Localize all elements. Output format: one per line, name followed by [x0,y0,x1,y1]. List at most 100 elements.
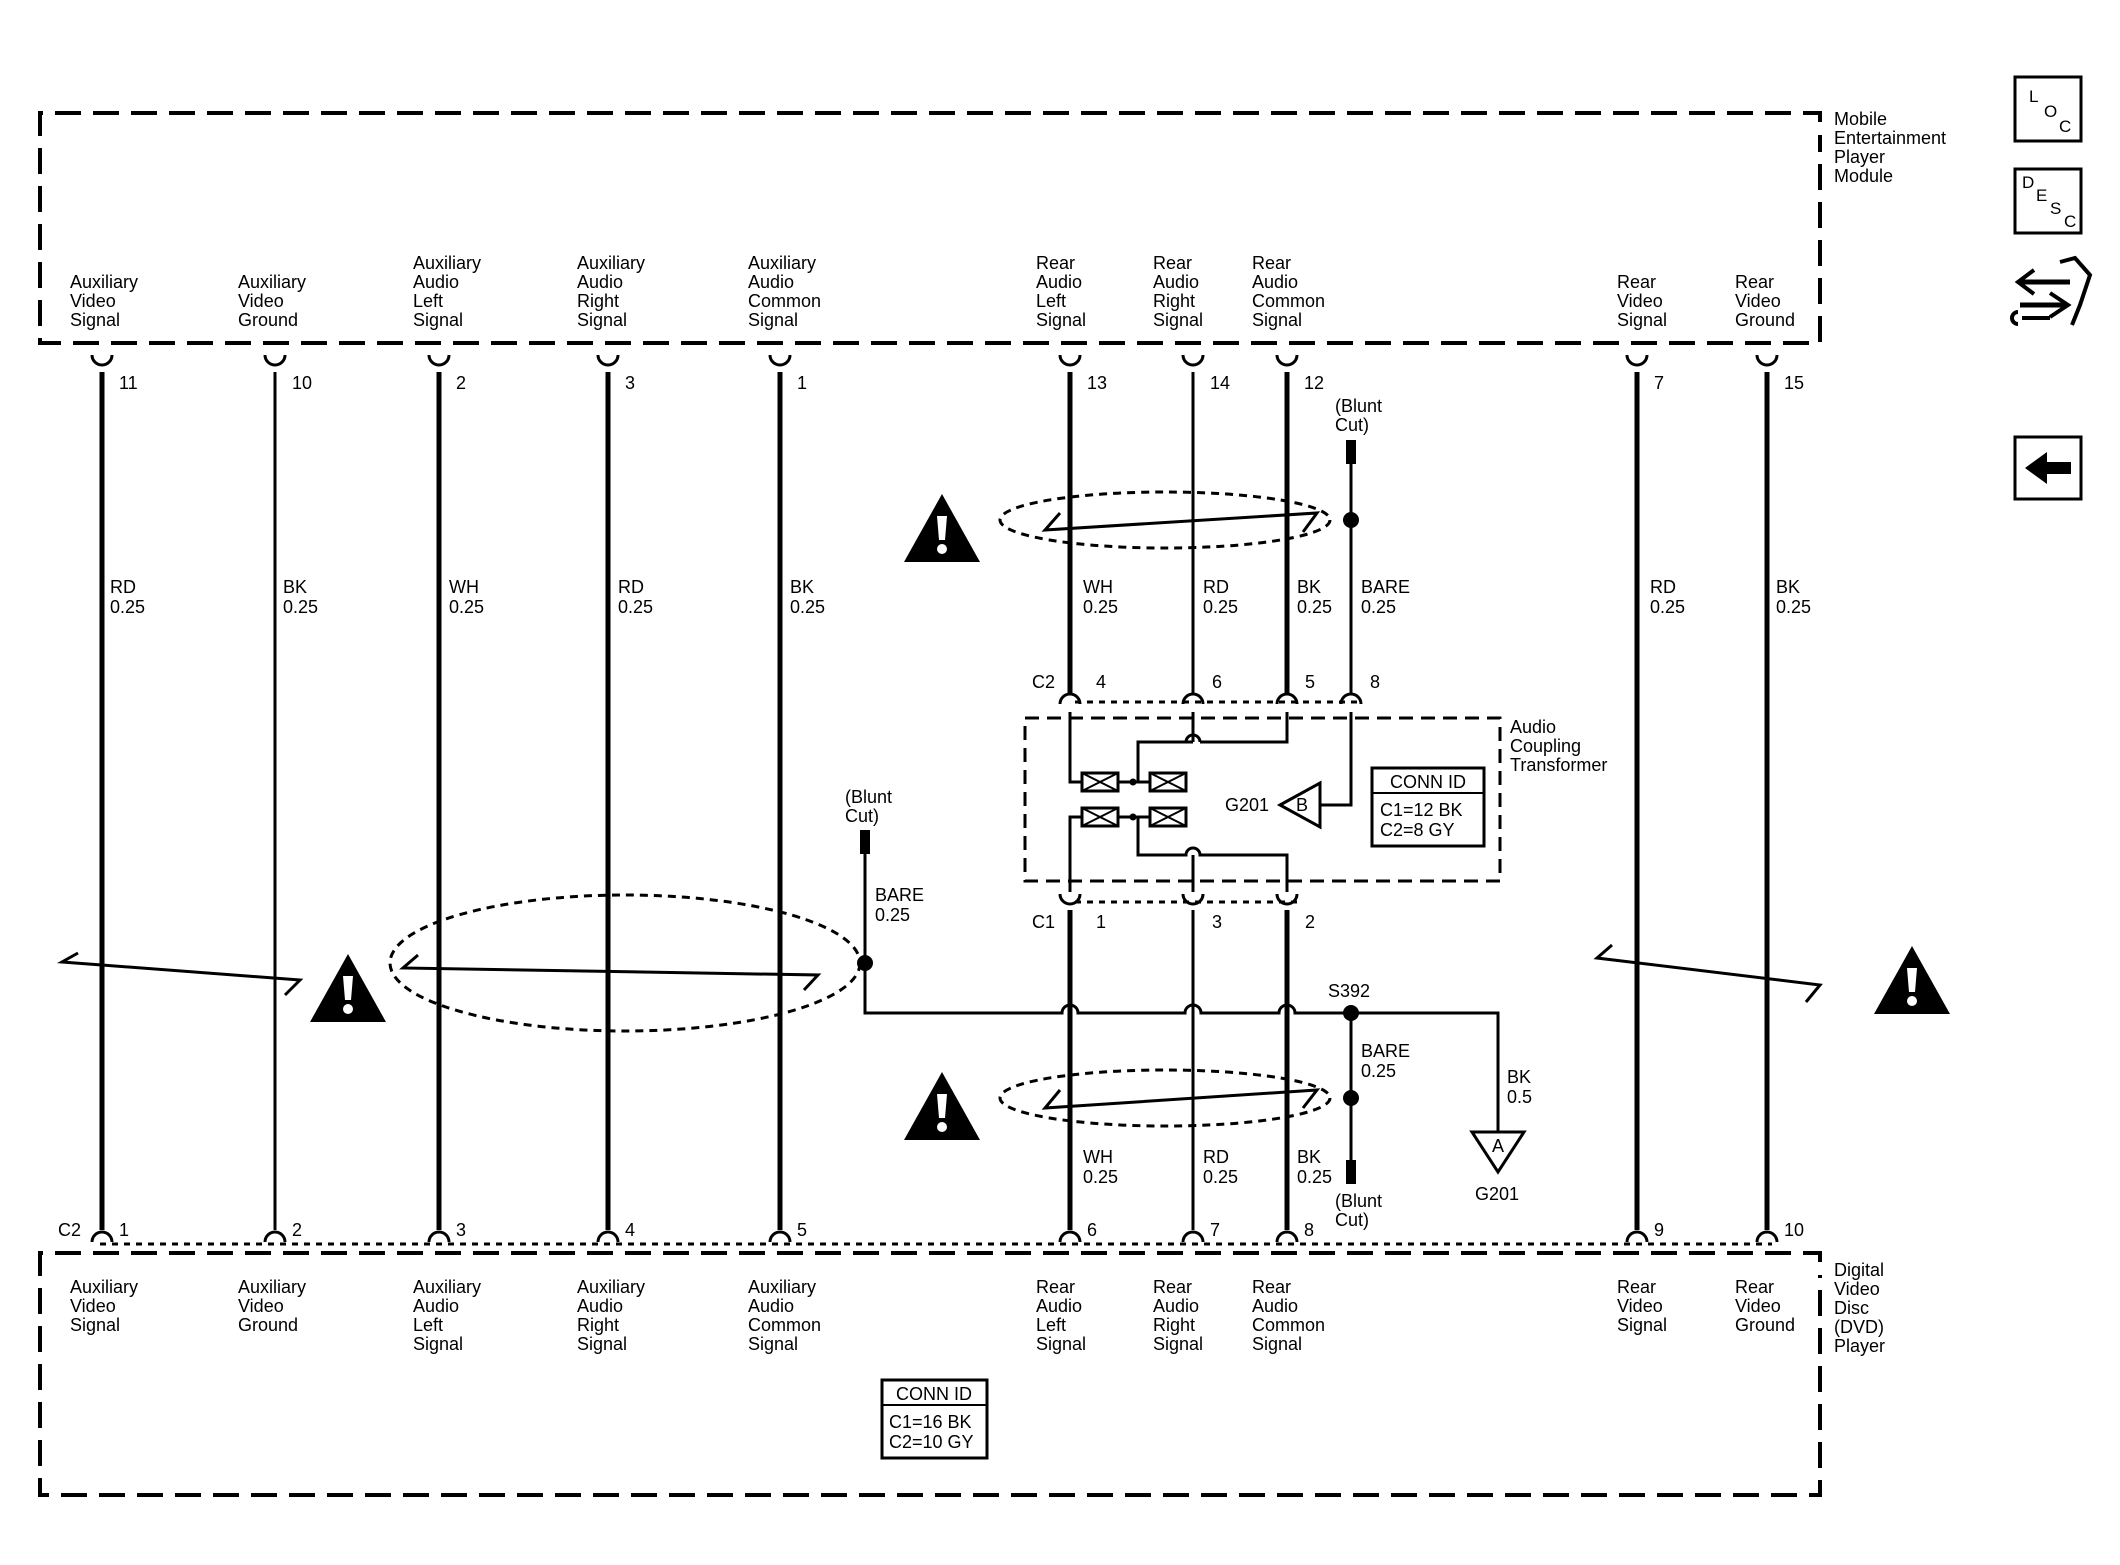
wire-size: 0.25 [1361,597,1396,617]
transformer-name-line: Coupling [1510,736,1581,756]
loc-button[interactable]: L O C [2013,75,2083,143]
terminal-cup [263,1230,287,1243]
terminal-cup [90,1230,114,1243]
ground-name: G201 [1475,1184,1519,1204]
terminal-cup [90,354,114,367]
terminal-label-line: Audio [413,1296,459,1316]
terminal-cup [1058,893,1082,906]
terminal-cup [596,1230,620,1243]
terminal-label-line: Signal [1036,1334,1086,1354]
terminal-label-line: Signal [1153,310,1203,330]
rear-audio-upper-wires [1067,372,1353,694]
pin-number: 8 [1370,672,1380,692]
terminal-label-line: Rear [1153,1277,1192,1297]
splice-dot [1343,1005,1359,1021]
connector-id: C2 [58,1220,81,1240]
ground-symbol-letter: A [1492,1136,1504,1156]
terminal-label-line: Rear [1036,253,1075,273]
wire-color: BK [1297,577,1321,597]
conn-id-line: C2=8 GY [1380,820,1455,840]
terminal-label-line: Right [1153,291,1195,311]
pin-number: 13 [1087,373,1107,393]
terminal-cup [1181,893,1205,906]
terminal-label-line: Common [748,291,821,311]
terminal-cup [1275,354,1299,367]
pin-number: 5 [797,1220,807,1240]
terminal-label-line: Signal [1617,310,1667,330]
transformer-name-line: Transformer [1510,755,1607,775]
terminal-label-line: Auxiliary [748,253,816,273]
desc-letter: D [2022,173,2034,192]
pin-number: 3 [1212,912,1222,932]
audio-coupling-transformer: Audio Coupling Transformer C2 4 6 5 8 C1… [1023,672,1607,932]
main-wires [99,372,1770,1230]
loc-letter: C [2059,117,2071,136]
module-name-line: Video [1834,1279,1880,1299]
terminal-label-line: Left [413,291,443,311]
terminal-cup [768,354,792,367]
module-name-line: (DVD) [1834,1317,1884,1337]
blunt-cut-label: (Blunt [1335,396,1382,416]
transformer-name-line: Audio [1510,717,1556,737]
pin-number: 6 [1087,1220,1097,1240]
aux-shield: (Blunt Cut) BARE 0.25 [388,787,924,1033]
conn-id-title: CONN ID [896,1384,972,1404]
connector-id: C2 [1032,672,1055,692]
terminal-cup [1058,354,1082,367]
terminal-label-line: Rear [1617,1277,1656,1297]
pin-number: 2 [292,1220,302,1240]
terminal-label-line: Auxiliary [238,1277,306,1297]
pin-number: 5 [1305,672,1315,692]
terminal-label-line: Auxiliary [413,253,481,273]
warning-icon [310,954,386,1022]
terminal-label-line: Audio [1036,1296,1082,1316]
terminal-cup [768,1230,792,1243]
terminal-cup [1755,354,1779,367]
wire-color: BK [790,577,814,597]
terminal-label-line: Audio [577,272,623,292]
terminal-label-line: Video [1617,1296,1663,1316]
terminal-label-line: Audio [1252,272,1298,292]
upper-shield: (Blunt Cut) [998,396,1382,550]
conn-id-box: CONN ID C1=12 BK C2=8 GY [1370,766,1486,848]
connector-views-icon[interactable] [2010,255,2093,326]
terminal-label-line: Audio [413,272,459,292]
terminal-label-line: Left [1036,291,1066,311]
terminal-cup [1275,893,1299,906]
ground-symbol-letter: B [1296,795,1308,815]
terminal-label-line: Rear [1036,1277,1075,1297]
warning-icons [310,494,1950,1140]
terminal-label-line: Auxiliary [70,1277,138,1297]
mobile-entertainment-player-module: Mobile Entertainment Player Module [38,109,1946,345]
connector-id: C1 [1032,912,1055,932]
terminal-label-line: Right [577,291,619,311]
wire-color: BARE [875,885,924,905]
conn-id-box: CONN ID C1=16 BK C2=10 GY [880,1378,989,1460]
wire-color: WH [449,577,479,597]
module-name-line: Player [1834,1336,1885,1356]
terminal-cup [1181,354,1205,367]
desc-button[interactable]: D E S C [2013,167,2083,235]
back-button[interactable] [2013,435,2083,501]
pin-number: 4 [1096,672,1106,692]
module-name-line: Mobile [1834,109,1887,129]
terminal-label-line: Common [1252,291,1325,311]
terminal-label-line: Rear [1252,1277,1291,1297]
wire-color: RD [618,577,644,597]
pin-number: 10 [1784,1220,1804,1240]
pin-number: 4 [625,1220,635,1240]
pin-number: 12 [1304,373,1324,393]
terminal-label-line: Video [238,1296,284,1316]
wire-size: 0.25 [283,597,318,617]
pin-number: 3 [456,1220,466,1240]
terminal-cup [1181,1230,1205,1243]
terminal-cup [1058,1230,1082,1243]
top-terminal-labels: AuxiliaryVideoSignal11AuxiliaryVideoGrou… [70,253,1804,393]
splice-name: S392 [1328,981,1370,1001]
pin-number: 2 [456,373,466,393]
wire-color: RD [1650,577,1676,597]
blunt-cut-label: (Blunt [1335,1191,1382,1211]
wire-color: BK [283,577,307,597]
pin-number: 1 [797,373,807,393]
